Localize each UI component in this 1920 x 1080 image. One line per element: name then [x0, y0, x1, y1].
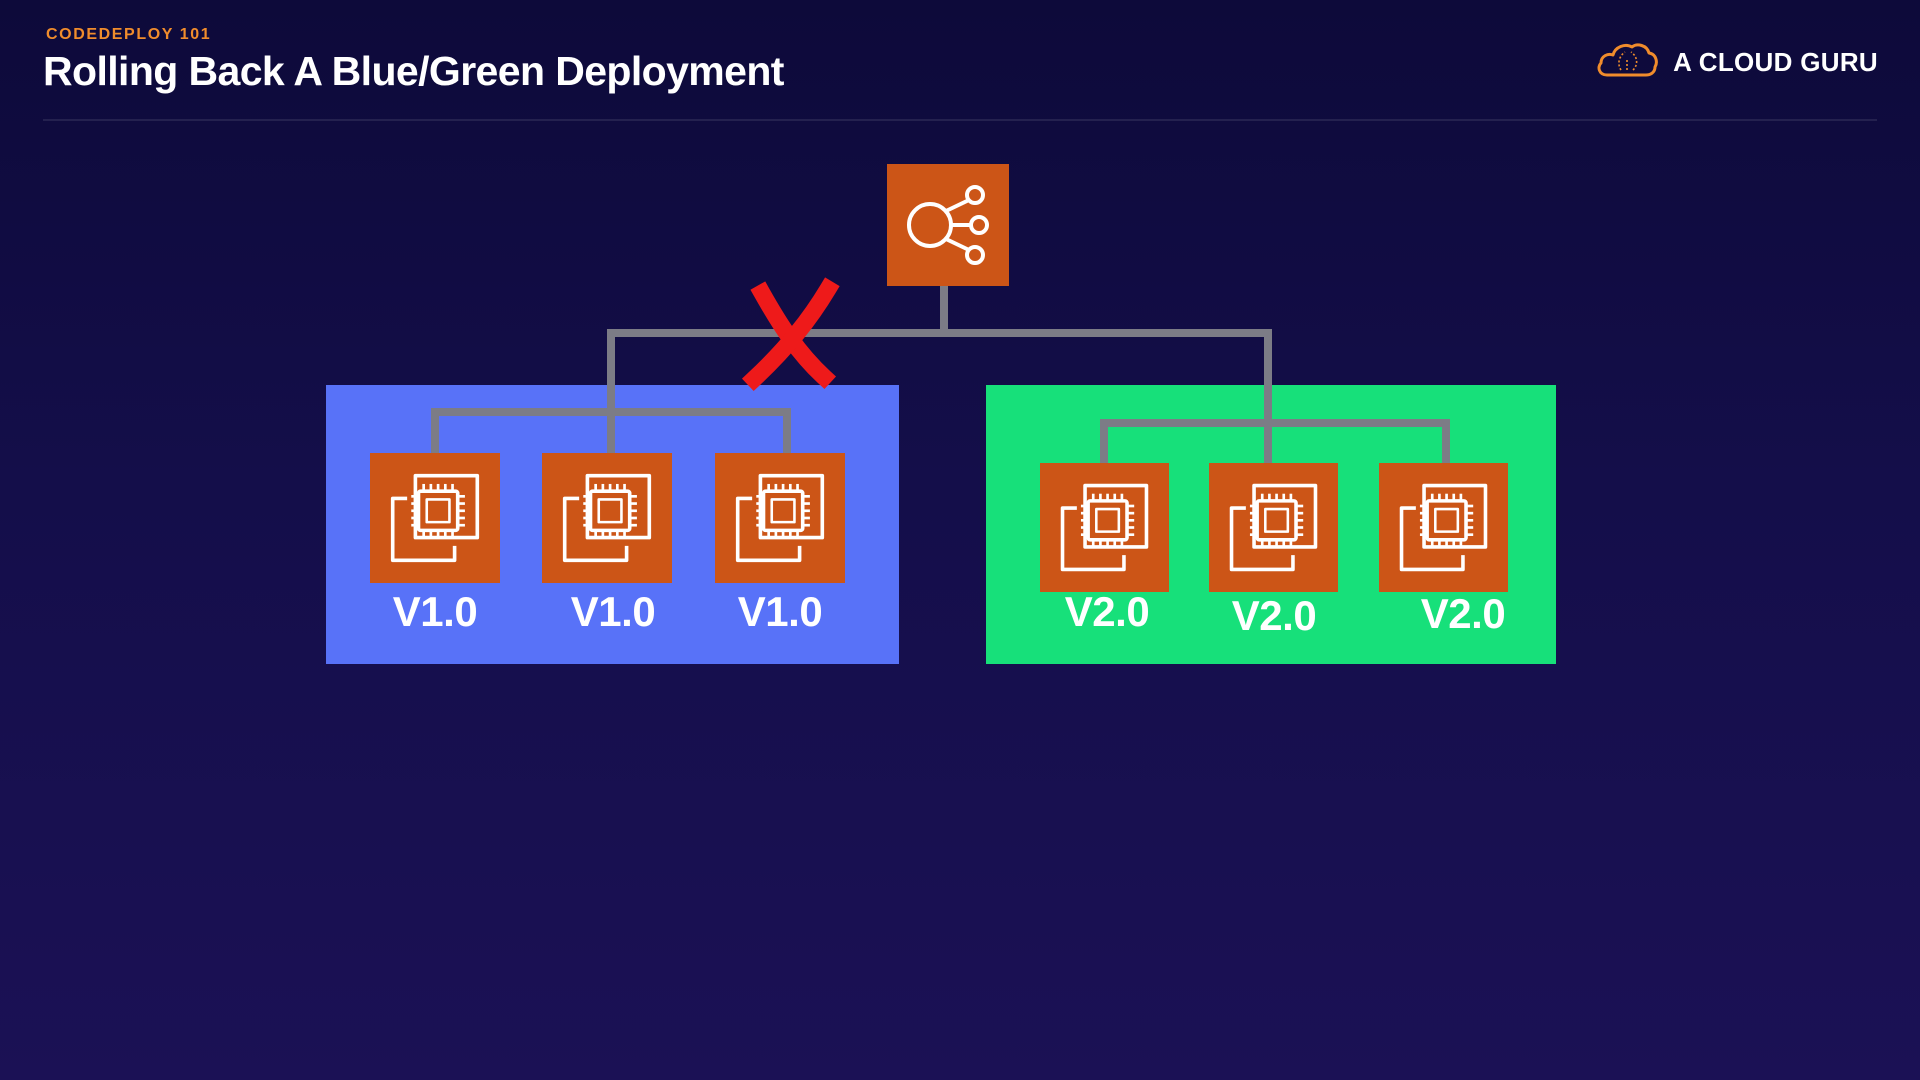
ec2-instance-green-2	[1209, 463, 1338, 592]
ec2-instance-blue-3	[715, 453, 845, 583]
ec2-instance-icon	[390, 473, 480, 563]
load-balancer-icon	[907, 185, 989, 265]
instance-version-label: V1.0	[570, 588, 656, 635]
instance-version-label: V2.0	[1420, 590, 1506, 637]
instance-version-label: V1.0	[737, 588, 823, 635]
slide-title: Rolling Back A Blue/Green Deployment	[43, 48, 784, 94]
ec2-instance-icon	[1060, 483, 1149, 572]
ec2-instance-blue-2	[542, 453, 672, 583]
ec2-instance-green-1	[1040, 463, 1169, 592]
instance-version-label: V2.0	[1064, 588, 1150, 635]
ec2-instance-icon	[562, 473, 652, 563]
cloud-logo-icon	[1595, 40, 1659, 85]
instance-version-label: V2.0	[1231, 592, 1317, 639]
red-x-icon	[741, 277, 840, 392]
brand-name: A CLOUD GURU	[1673, 47, 1878, 77]
brand: A CLOUD GURU	[1595, 40, 1878, 85]
ec2-instance-green-3	[1379, 463, 1508, 592]
ec2-instance-icon	[1399, 483, 1488, 572]
instance-version-label: V1.0	[392, 588, 478, 635]
course-kicker: CODEDEPLOY 101	[46, 26, 212, 43]
load-balancer-node	[887, 164, 1009, 286]
ec2-instance-icon	[735, 473, 825, 563]
header-divider	[43, 119, 1877, 121]
ec2-instance-icon	[1229, 483, 1318, 572]
ec2-instance-blue-1	[370, 453, 500, 583]
